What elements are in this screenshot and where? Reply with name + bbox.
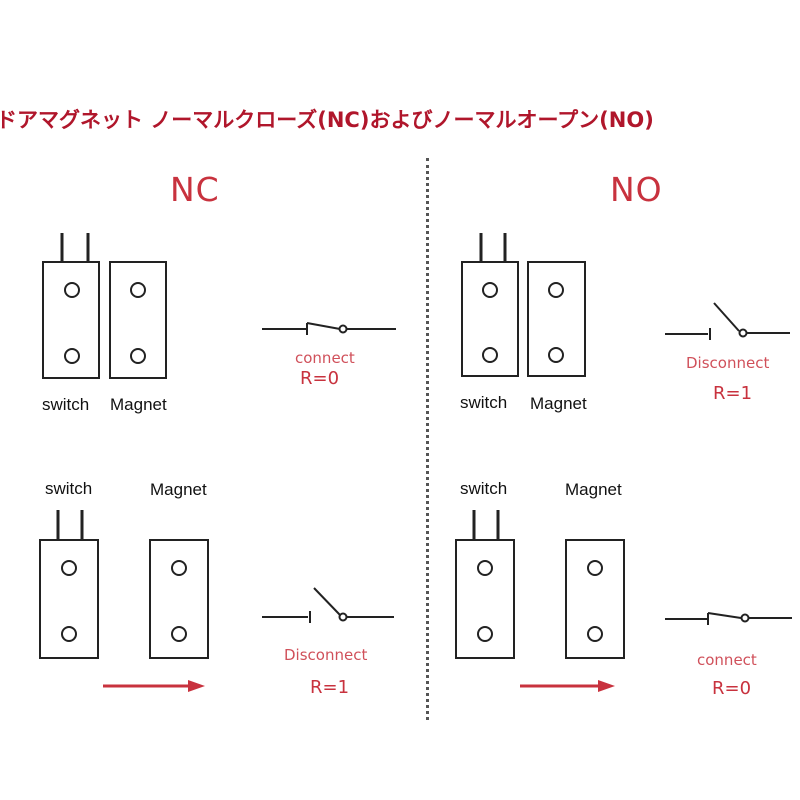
no-apart-switch-body — [455, 510, 515, 659]
nc-apart-switch-body — [39, 510, 99, 659]
nc-closed-magnet-label: Magnet — [110, 395, 167, 414]
no-closed-resistance: R=1 — [713, 383, 753, 404]
nc-apart-resistance: R=1 — [310, 677, 350, 698]
nc-closed-resistance: R=0 — [300, 368, 340, 389]
nc-closed-switch-body — [42, 233, 100, 379]
nc-move-arrow — [103, 680, 205, 692]
no-closed-contact-symbol — [665, 302, 790, 340]
nc-closed-state: connect — [295, 349, 355, 367]
nc-closed-contact-symbol — [262, 322, 396, 335]
nc-apart-contact-symbol — [262, 587, 394, 623]
no-closed-state: Disconnect — [686, 354, 770, 372]
no-closed-switch-label: switch — [460, 393, 508, 412]
no-apart-magnet-body — [565, 539, 625, 659]
no-apart-magnet-label: Magnet — [565, 480, 622, 499]
nc-apart-switch-label: switch — [45, 479, 93, 498]
no-closed-switch-body — [461, 233, 519, 377]
panel-divider — [426, 158, 429, 720]
no-closed-magnet-label: Magnet — [530, 394, 587, 413]
no-heading: NO — [610, 170, 663, 209]
nc-apart-magnet-body — [149, 539, 209, 659]
nc-closed-switch-label: switch — [42, 395, 90, 414]
nc-heading: NC — [170, 170, 220, 209]
page-title-text: ドアマグネット ノーマルクローズ(NC)およびノーマルオープン(NO) — [0, 108, 654, 132]
no-move-arrow — [520, 680, 615, 692]
no-apart-switch-label: switch — [460, 479, 508, 498]
page-title: ドアマグネット ノーマルクローズ(NC)およびノーマルオープン(NO) — [0, 100, 800, 140]
nc-apart-state: Disconnect — [284, 646, 368, 664]
nc-closed-magnet-body — [109, 261, 167, 379]
no-apart-state: connect — [697, 651, 757, 669]
nc-apart-magnet-label: Magnet — [150, 480, 207, 499]
no-apart-contact-symbol — [665, 612, 792, 625]
no-closed-magnet-body — [527, 261, 586, 377]
no-apart-resistance: R=0 — [712, 678, 752, 699]
